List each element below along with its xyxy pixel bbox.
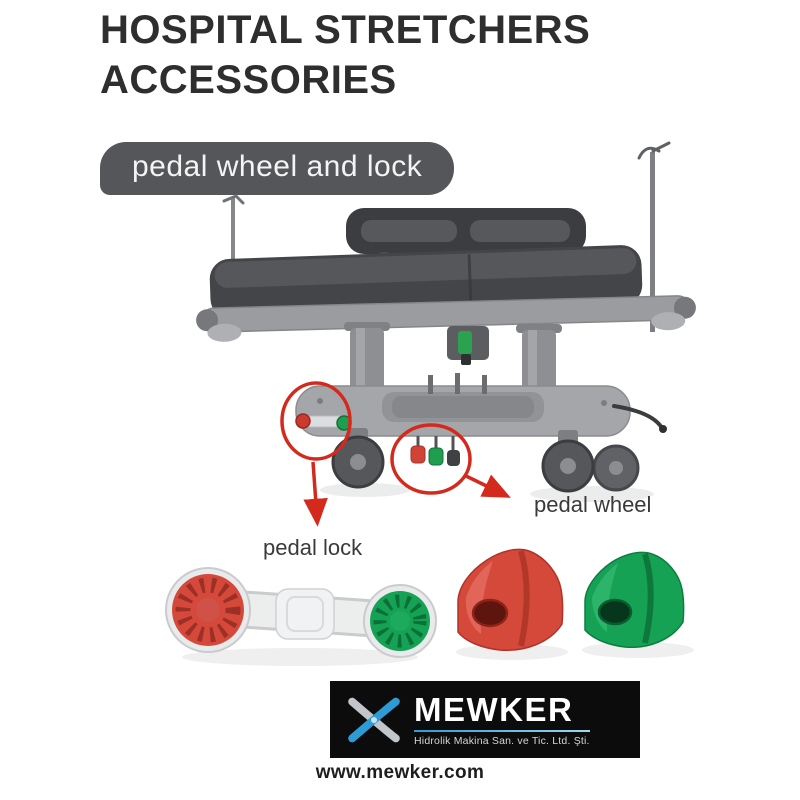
annotations bbox=[280, 381, 511, 527]
product-pedal-wheel-red bbox=[456, 548, 568, 660]
feature-bubble-label: pedal wheel and lock bbox=[132, 150, 423, 183]
brake-rod bbox=[612, 404, 664, 430]
circle-pedal-lock bbox=[280, 381, 352, 461]
shadow bbox=[320, 483, 410, 497]
stretcher-pedal-wheels bbox=[410, 436, 460, 466]
mewker-logo-icon bbox=[348, 697, 400, 742]
title-line-2: ACCESSORIES bbox=[100, 57, 397, 102]
stretcher-control-box bbox=[447, 326, 489, 365]
page-title: HOSPITAL STRETCHERS ACCESSORIES bbox=[100, 6, 590, 105]
stretcher-base bbox=[295, 373, 667, 437]
product-pedal-lock bbox=[165, 567, 437, 666]
website-url: www.mewker.com bbox=[315, 762, 485, 783]
circle-pedal-wheel bbox=[390, 423, 472, 495]
feature-bubble: pedal wheel and lock bbox=[100, 142, 455, 195]
callout-pedal-lock: pedal lock bbox=[263, 535, 363, 560]
callout-pedal-wheel: pedal wheel bbox=[534, 492, 652, 517]
brand-logo-block: MEWKER Hidrolik Makina San. ve Tic. Ltd.… bbox=[330, 681, 640, 758]
stretcher-columns bbox=[344, 322, 562, 398]
arrow-to-pedal-wheel bbox=[465, 474, 511, 498]
stretcher-platform bbox=[196, 295, 696, 342]
stretcher-pedal-lock bbox=[295, 413, 352, 431]
product-pedal-wheel-green bbox=[582, 551, 694, 658]
stretcher-casters bbox=[331, 428, 640, 493]
brand-name: MEWKER bbox=[414, 690, 574, 728]
stretcher-left-pole bbox=[222, 194, 245, 313]
stretcher bbox=[196, 141, 696, 502]
brand-text: MEWKER Hidrolik Makina San. ve Tic. Ltd.… bbox=[414, 693, 590, 747]
stretcher-iv-pole bbox=[637, 141, 671, 332]
brand-subtitle: Hidrolik Makina San. ve Tic. Ltd. Şti. bbox=[414, 734, 590, 747]
brand-divider bbox=[414, 729, 590, 732]
arrow-to-pedal-lock bbox=[303, 461, 328, 527]
title-line-1: HOSPITAL STRETCHERS bbox=[100, 8, 591, 52]
